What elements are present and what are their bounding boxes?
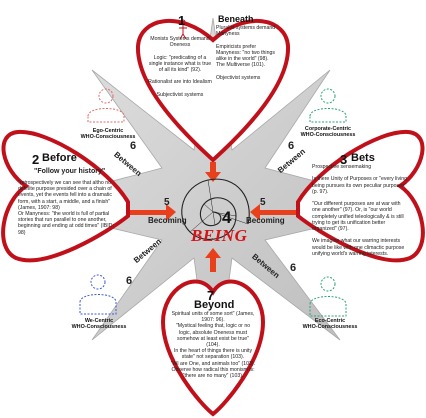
arrow-right [250, 204, 296, 221]
becoming-label-right: Becoming [246, 216, 285, 225]
arrow-bottom [205, 248, 221, 272]
arrow-left [130, 204, 176, 221]
heart-before [1, 129, 130, 263]
between-number-bottom-left: 6 [126, 275, 133, 287]
bets-title: Bets [351, 152, 375, 164]
ego-person-icon [87, 88, 125, 123]
between-number-top-right: 6 [288, 140, 295, 152]
bets-number: 3 [340, 152, 348, 167]
beneath-title: Beneath [218, 14, 254, 24]
eco-centric-label: Eco-Centric WHO-Consciousness [302, 318, 358, 331]
we-centric-label: We-Centric WHO-Consciousness [71, 318, 127, 331]
nautilus-shell [181, 178, 250, 240]
arrow-top [205, 162, 221, 182]
beyond-text: Spiritual units of some sort" (James, 19… [170, 311, 256, 380]
between-number-top-left: 6 [130, 140, 137, 152]
we-person-icon [79, 274, 117, 315]
beyond-number: 7 [207, 288, 215, 303]
beneath-pluralist-text: Pluralist systems demand Manyness Empiri… [216, 25, 276, 81]
before-text: "retrospectively we can see that altho n… [18, 180, 114, 236]
eco-person-icon [309, 276, 347, 317]
between-number-bottom-right: 6 [290, 262, 297, 274]
beneath-number: 1 [178, 13, 186, 28]
before-title: Before [42, 152, 77, 164]
bets-text: Prospective sensemaking Is there Unity o… [312, 164, 407, 257]
being-label: BEING [191, 226, 248, 245]
beneath-monist-text: Monists Systems demand Oneness Logic: "p… [148, 36, 212, 98]
corporate-person-icon [309, 88, 347, 123]
before-quote: "Follow your history" [34, 168, 106, 175]
becoming-label-left: Becoming [148, 216, 187, 225]
heart-beyond [160, 279, 266, 417]
heart-beneath [135, 18, 291, 163]
being-number: 4 [222, 208, 232, 227]
beyond-title: Beyond [194, 299, 235, 311]
becoming-number-left: 5 [164, 197, 170, 208]
heart-bets [296, 129, 425, 263]
before-number: 2 [32, 152, 40, 167]
becoming-number-right: 5 [260, 197, 266, 208]
corporate-centric-label: Corporate-Centric WHO-Consciousness [300, 126, 356, 139]
stick-figure-icon [179, 19, 187, 40]
ego-centric-label: Ego-Centric WHO-Consciousness [80, 128, 136, 141]
